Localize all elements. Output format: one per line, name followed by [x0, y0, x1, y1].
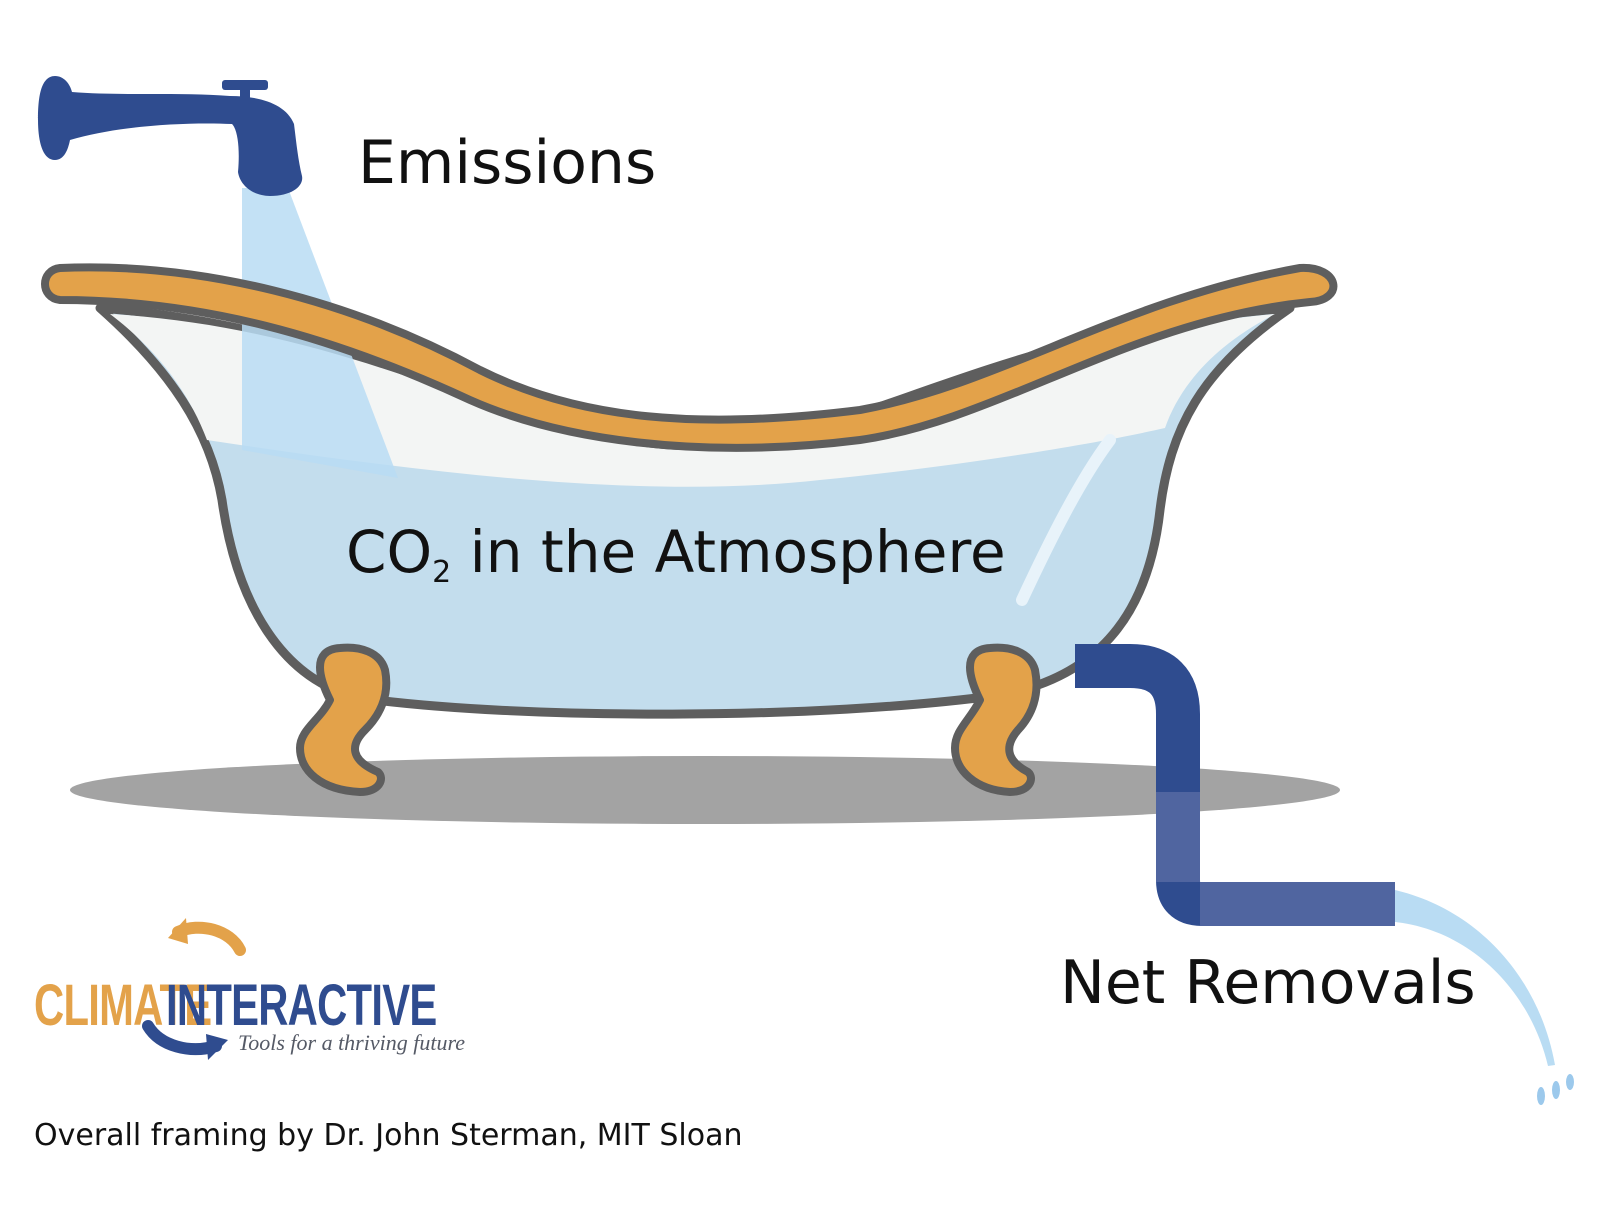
water-droplet — [1537, 1087, 1545, 1105]
drain-pipe-lower — [1156, 792, 1200, 882]
removal-water-stream — [1395, 890, 1555, 1066]
circular-arrows-icon — [142, 918, 246, 1060]
tub-foot-left — [296, 643, 391, 796]
logo-word-climate: CLIMATE — [34, 973, 212, 1038]
tub-rim — [41, 263, 1338, 452]
co2-in-atmosphere-label: CO2 in the Atmosphere — [346, 518, 1006, 590]
net-removals-label: Net Removals — [1060, 948, 1476, 1018]
co2-subscript: 2 — [432, 555, 452, 590]
water-droplet — [1552, 1081, 1560, 1099]
logo-tagline: Tools for a thriving future — [238, 1030, 465, 1055]
tub-highlight — [1016, 434, 1116, 606]
drain-pipe-end — [1200, 882, 1395, 926]
co2-rest-text: in the Atmosphere — [451, 518, 1006, 586]
tub-interior — [110, 314, 1275, 487]
emissions-label: Emissions — [358, 128, 657, 198]
drain-pipe-icon — [1075, 644, 1395, 926]
water-droplet — [1566, 1074, 1574, 1090]
co2-main-text: CO — [346, 518, 433, 586]
faucet-icon — [38, 76, 303, 196]
floor-shadow — [70, 756, 1340, 824]
logo-word-interactive: INTERACTIVE — [166, 973, 437, 1038]
tub-foot-right — [951, 643, 1041, 796]
credit-text: Overall framing by Dr. John Sterman, MIT… — [34, 1118, 743, 1153]
